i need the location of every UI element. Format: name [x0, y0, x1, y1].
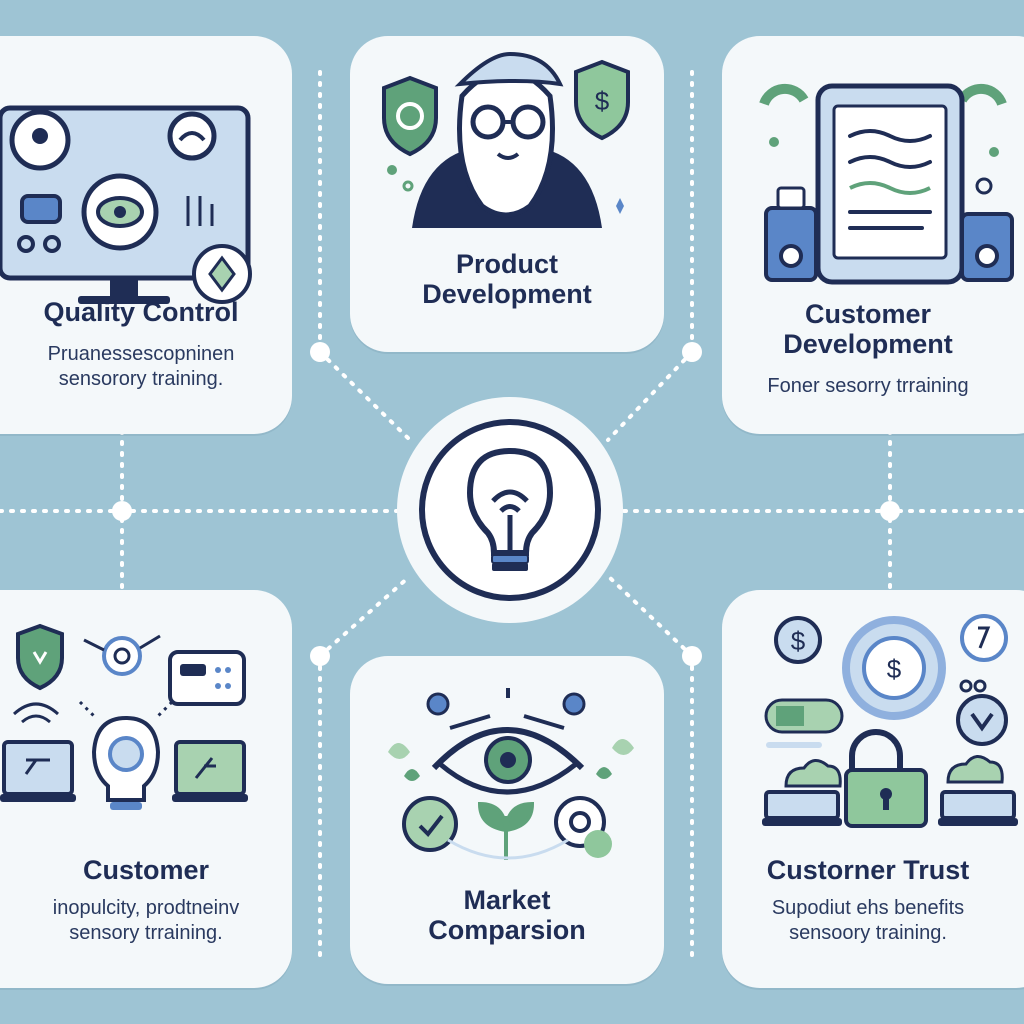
title-line: Comparsion	[428, 914, 586, 945]
title-line: Development	[422, 278, 592, 309]
svg-text:$: $	[595, 86, 610, 116]
card-title: Custorner Trust	[766, 855, 970, 885]
central-hub[interactable]	[397, 397, 623, 623]
description-line: Pruaness­escopninen	[47, 343, 235, 365]
title-line: Market	[463, 885, 551, 915]
card-product-development[interactable]: $ Product Development	[350, 36, 664, 352]
card-title: Quality Control	[43, 297, 239, 327]
card-customer-trust[interactable]: $ $ Custorner Trust Supodiut ehs benefit…	[722, 590, 1024, 988]
connector-node	[682, 646, 702, 666]
description-line: sensoory training.	[789, 922, 947, 944]
card-title: Customer	[82, 855, 210, 885]
title-line: Development	[783, 328, 953, 359]
lightbulb-network-icon	[0, 623, 248, 810]
tablet-document-icon	[759, 83, 1014, 285]
card-description: Supodiut ehs benefits sensoory training.	[722, 896, 1014, 946]
connector-node	[310, 646, 330, 666]
card-customer[interactable]: Customer inopulcity, prodtneinv sensory …	[0, 590, 292, 988]
connector-node	[682, 342, 702, 362]
title-line: Customer	[804, 299, 932, 329]
connector-node	[112, 501, 132, 521]
description-line: Supodiut ehs benefits	[771, 897, 965, 919]
description-line: inopulcity, prodtneinv	[52, 897, 240, 919]
lock-coins-icon: $ $	[762, 614, 1018, 828]
title-line: Product	[455, 249, 558, 279]
person-with-glasses-icon: $	[382, 51, 630, 228]
svg-text:$: $	[791, 626, 806, 656]
svg-text:$: $	[887, 654, 902, 684]
monitor-inspection-icon	[0, 105, 252, 304]
description-line: sensorory training.	[58, 368, 224, 390]
card-description: Pruaness­escopninen sensorory training.	[0, 342, 292, 392]
lightbulb-icon	[419, 419, 601, 601]
eye-plant-icon	[388, 688, 634, 860]
card-title: Customer Development	[722, 299, 1014, 359]
connector-node	[310, 342, 330, 362]
description-line: Foner sesorry trraining	[767, 375, 969, 397]
connector-node	[880, 501, 900, 521]
description-line: sensory trraining.	[69, 922, 223, 944]
card-description: inopulcity, prodtneinv sensory trraining…	[0, 896, 292, 946]
card-description: Foner sesorry trraining	[722, 374, 1014, 399]
card-title: Market Comparsion	[350, 885, 664, 945]
card-market-comparison[interactable]: Market Comparsion	[350, 656, 664, 984]
card-title: Product Development	[350, 249, 664, 309]
card-customer-development[interactable]: Customer Development Foner sesorry trrai…	[722, 36, 1024, 434]
card-quality-control[interactable]: Quality Control Pruaness­escopninen sens…	[0, 36, 292, 434]
